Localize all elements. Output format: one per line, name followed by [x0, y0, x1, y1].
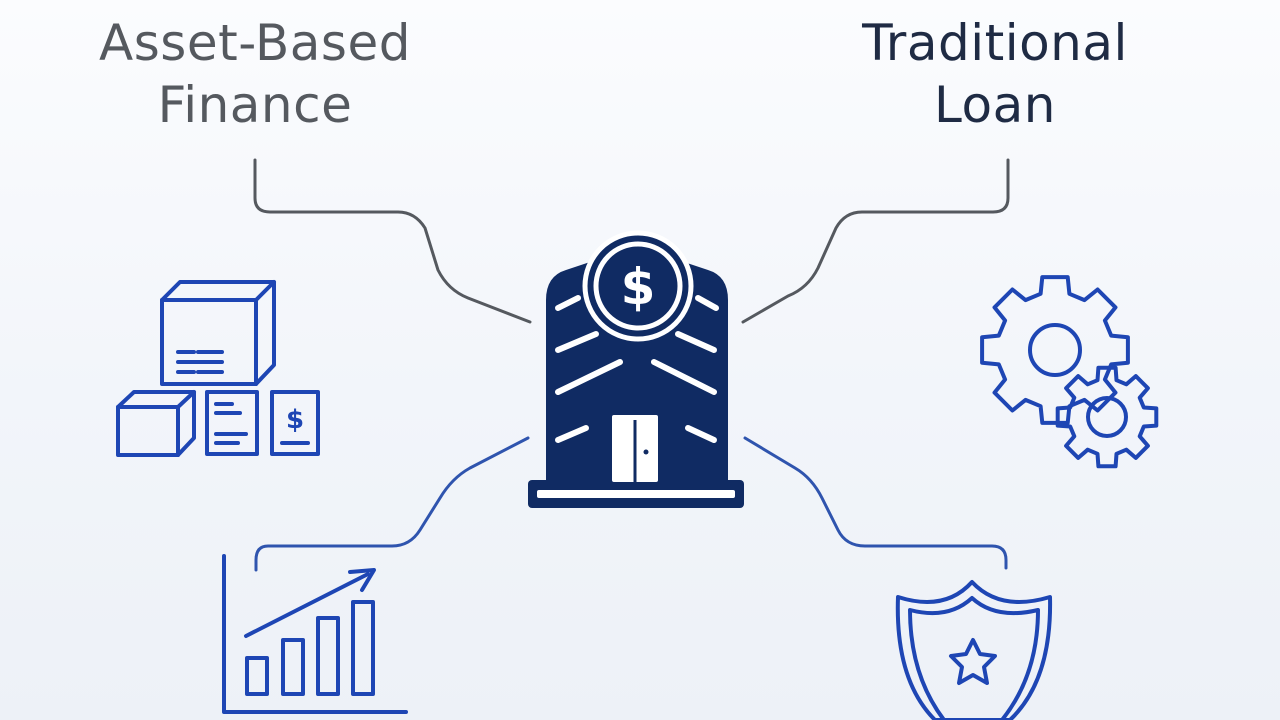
document-dollar-symbol: $ — [286, 405, 304, 435]
label-left-line2: Finance — [157, 76, 353, 134]
connector-top-right — [741, 158, 1010, 324]
gear-small-icon — [1055, 365, 1159, 469]
traditional-loan-label: Traditional Loan — [835, 12, 1155, 136]
bank-building-icon: $ — [528, 230, 744, 508]
connector-bottom-right — [743, 436, 1008, 570]
label-right-line2: Loan — [934, 76, 1056, 134]
connector-bottom-left — [254, 436, 530, 572]
gears-icon — [980, 275, 1159, 469]
connector-top-left — [253, 158, 532, 324]
boxes-documents-icon: $ — [116, 280, 320, 457]
asset-based-finance-label: Asset-Based Finance — [80, 12, 430, 136]
label-right-line1: Traditional — [862, 14, 1128, 72]
growth-bar-chart-icon — [222, 554, 408, 714]
label-left-line1: Asset-Based — [99, 14, 411, 72]
shield-star-icon — [895, 580, 1053, 720]
gear-large-icon — [980, 275, 1130, 425]
bank-dollar-symbol: $ — [621, 258, 656, 316]
